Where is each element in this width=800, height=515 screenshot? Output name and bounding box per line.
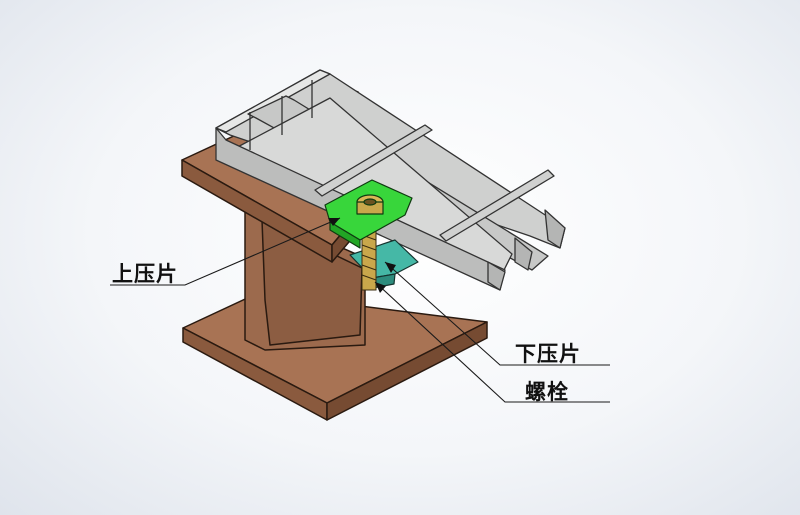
arrow-bolt bbox=[375, 282, 386, 293]
leader-bolt bbox=[374, 281, 610, 403]
upper-clamp bbox=[324, 179, 413, 249]
beam-web-shadow bbox=[261, 219, 363, 346]
label-lower-clamp: 下压片 bbox=[515, 342, 581, 366]
bar-end bbox=[514, 237, 533, 271]
label-bolt: 螺栓 bbox=[525, 380, 569, 404]
arrow-upper-clamp bbox=[328, 218, 340, 226]
leader-lower-clamp bbox=[384, 261, 610, 366]
bolt-thread bbox=[361, 264, 377, 271]
bolt-thread bbox=[361, 254, 377, 261]
label-upper-clamp: 上压片 bbox=[112, 262, 178, 286]
cross-bar-1 bbox=[314, 124, 433, 197]
cross-bar-2 bbox=[439, 169, 555, 242]
arrow-lower-clamp bbox=[385, 262, 396, 273]
leader-upper-clamp bbox=[110, 217, 341, 286]
nut-hole bbox=[363, 198, 377, 206]
bolt-thread bbox=[361, 274, 377, 281]
upper-clamp-front bbox=[329, 221, 361, 249]
bearing-bar-1-top bbox=[215, 69, 331, 133]
beam-bottom-flange-side bbox=[326, 321, 488, 421]
bar-end bbox=[487, 261, 506, 291]
bar-end bbox=[544, 209, 566, 249]
leader-lines bbox=[110, 217, 610, 403]
bolt-thread bbox=[361, 244, 377, 251]
